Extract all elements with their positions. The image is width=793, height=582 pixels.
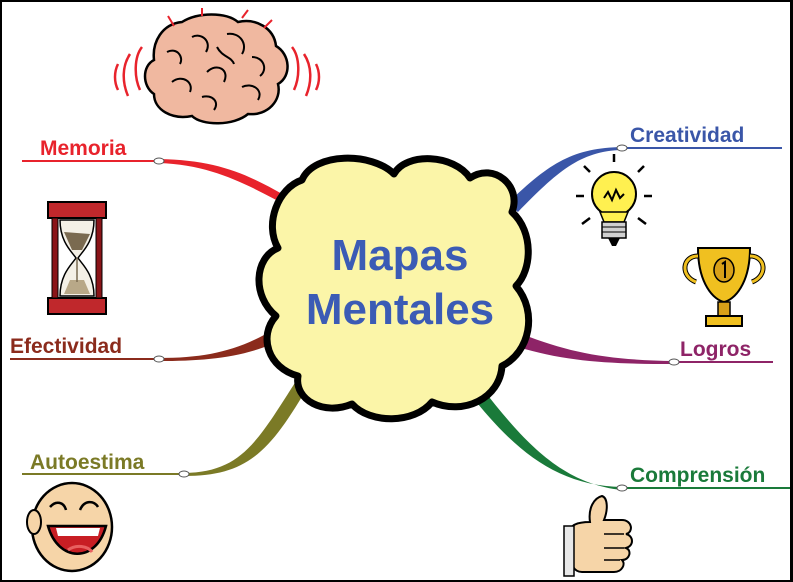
branch-memoria: [22, 157, 294, 209]
trophy-icon: [682, 247, 766, 327]
hourglass-icon: [47, 201, 107, 315]
label-comprension: Comprensión: [630, 464, 765, 487]
label-logros: Logros: [680, 338, 751, 361]
label-autoestima: Autoestima: [30, 451, 145, 474]
lightbulb-icon: [576, 154, 652, 246]
thumbs-up-icon: [563, 494, 633, 577]
cloud-shape: [255, 154, 533, 423]
laughing-face-icon: [26, 481, 114, 573]
label-memoria: Memoria: [40, 137, 127, 160]
branch-creatividad: [507, 144, 782, 212]
label-efectividad: Efectividad: [10, 335, 122, 358]
central-cloud: Mapas Mentales: [255, 154, 533, 423]
central-title-line2: Mentales: [306, 285, 494, 334]
central-title-line1: Mapas: [332, 231, 469, 280]
branch-logros: [518, 334, 773, 366]
branch-efectividad: [10, 335, 270, 363]
label-creatividad: Creatividad: [630, 124, 744, 147]
brain-icon: [113, 8, 321, 125]
